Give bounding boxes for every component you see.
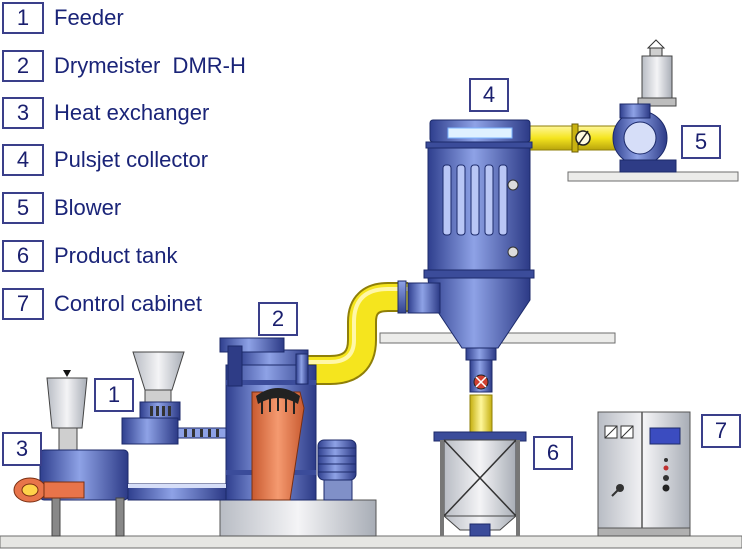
legend-label: Blower <box>54 195 122 220</box>
legend-number: 6 <box>2 240 44 272</box>
legend-label: Drymeister DMR-H <box>54 53 246 78</box>
legend-number: 7 <box>2 288 44 320</box>
callout-heat-exchanger: 3 <box>2 432 42 466</box>
heat-exchanger <box>13 370 227 537</box>
legend-item-product-tank: 6 Product tank <box>2 240 332 274</box>
callout-feeder: 1 <box>94 378 134 412</box>
legend-item-drymeister: 2 Drymeister DMR-H <box>2 50 332 84</box>
legend-label: Control cabinet <box>54 291 202 316</box>
legend-item-feeder: 1 Feeder <box>2 2 332 36</box>
floor <box>0 535 742 549</box>
callout-control-cabinet: 7 <box>701 414 741 448</box>
callout-drymeister: 2 <box>258 302 298 336</box>
yellow-duct-dryer-to-collector <box>300 280 408 385</box>
legend-item-control-cabinet: 7 Control cabinet <box>2 288 332 322</box>
legend-number: 4 <box>2 144 44 176</box>
legend-number: 3 <box>2 97 44 129</box>
legend-number: 5 <box>2 192 44 224</box>
pulsjet-collector <box>407 119 535 361</box>
legend-item-pulsjet-collector: 4 Pulsjet collector <box>2 144 332 178</box>
blower <box>612 39 677 173</box>
legend-label: Product tank <box>54 243 178 268</box>
legend-item-heat-exchanger: 3 Heat exchanger <box>2 97 332 131</box>
product-tank <box>433 431 527 537</box>
yellow-duct-to-tank <box>469 359 493 436</box>
legend-number: 2 <box>2 50 44 82</box>
drymeister <box>219 337 377 537</box>
control-cabinet <box>597 411 691 537</box>
filter-bags <box>442 164 508 236</box>
feeder <box>121 351 227 445</box>
legend-label: Pulsjet collector <box>54 147 209 172</box>
yellow-duct-collector-to-blower <box>521 123 623 153</box>
callout-product-tank: 6 <box>533 436 573 470</box>
legend-number: 1 <box>2 2 44 34</box>
callout-pulsjet-collector: 4 <box>469 78 509 112</box>
legend-label: Heat exchanger <box>54 100 210 125</box>
callout-blower: 5 <box>681 125 721 159</box>
legend-item-blower: 5 Blower <box>2 192 332 226</box>
legend-label: Feeder <box>54 5 124 30</box>
